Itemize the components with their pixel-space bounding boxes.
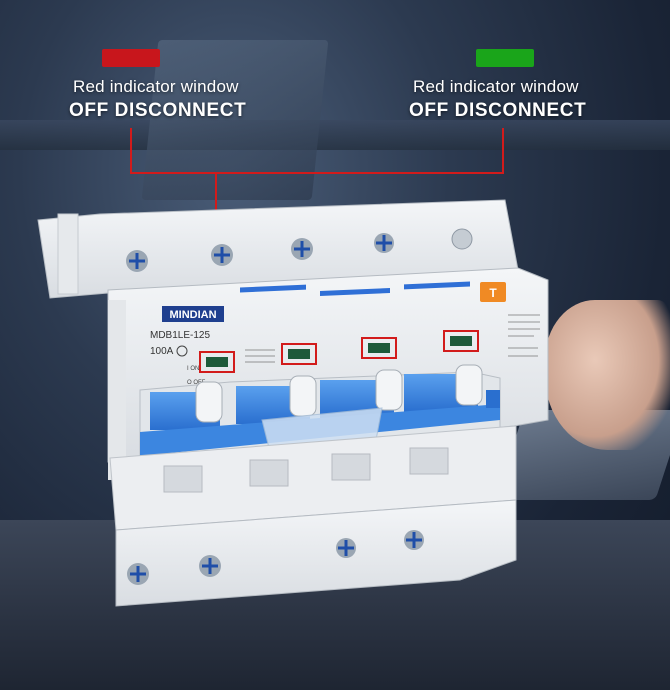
screw-icon [199,555,221,577]
brand-plate [162,306,224,322]
screw-icon [291,238,313,260]
red-indicator-swatch [102,49,160,67]
callout-left-line2: OFF DISCONNECT [69,100,247,121]
rating-label: 100A [150,346,174,357]
screw-icon [451,228,473,250]
callout-right-line2: OFF DISCONNECT [409,100,587,121]
off-mark: O OFF [187,380,206,386]
screw-icon [336,538,356,558]
bottom-terminal-block [115,499,517,607]
background-shelf [0,120,670,150]
pole-stripes [240,281,470,297]
screw-icon [374,233,394,253]
model-label: MDB1LE-125 [150,330,210,341]
test-button-icon[interactable]: T [480,282,506,302]
on-mark: I ON [187,366,199,372]
callout-left-line1: Red indicator window [73,77,239,96]
terminal-slots [163,447,449,493]
top-terminal-block [37,199,519,299]
spec-print [245,314,540,363]
cert-icon [176,345,188,357]
svg-text:T: T [489,286,497,300]
screw-icon [127,563,149,585]
screw-icon [404,530,424,550]
indicator-window-icon [199,351,235,373]
callout-right-line1: Red indicator window [413,77,579,96]
indicator-window-icon [361,337,397,359]
background-hand [545,300,670,450]
screw-icon [211,244,233,266]
leader-right-down [502,128,504,174]
indicator-window-icon [443,330,479,352]
leader-horizontal [130,172,504,174]
screw-icon [126,250,148,272]
brand-label: MINDIAN [169,309,216,321]
green-indicator-swatch [476,49,534,67]
indicator-window-icon [281,343,317,365]
leader-left-down [130,128,132,174]
